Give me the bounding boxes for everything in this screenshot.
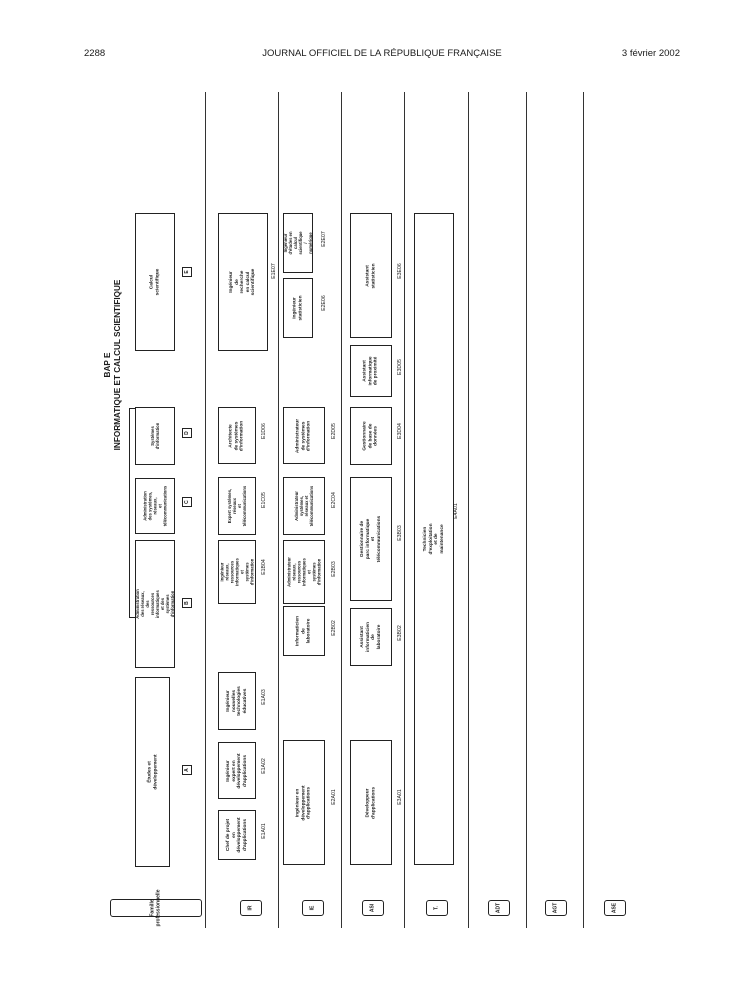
ie-job-3: Administrateur réseaux, ressources infor… bbox=[283, 540, 325, 604]
category-ir: IR bbox=[240, 900, 262, 916]
family-letter-d: D bbox=[182, 428, 192, 438]
ir-job-6: Architecte de systèmes d'information bbox=[218, 407, 256, 464]
asi-job-3: Gestionnaire de parc informatique et tél… bbox=[350, 477, 392, 601]
ie-code-4: E2C04 bbox=[330, 492, 337, 508]
category-ie: IE bbox=[302, 900, 324, 916]
asi-code-1: E3A01 bbox=[396, 789, 403, 805]
asi-job-1: Développeur d'applications bbox=[350, 740, 392, 865]
publication-date: 3 février 2002 bbox=[621, 48, 680, 59]
family-box-a: Études et développement bbox=[135, 677, 170, 867]
ie-code-2: E2B02 bbox=[330, 620, 337, 636]
bap-title-line1: BAP E bbox=[103, 352, 112, 378]
family-label: Systèmes d'information bbox=[150, 422, 160, 450]
category-adt: ADT bbox=[488, 900, 510, 916]
separator-line bbox=[341, 92, 342, 928]
family-letter-a: A bbox=[182, 765, 192, 775]
ie-job-5: Administrateur de systèmes d'information bbox=[283, 407, 325, 464]
tech-code: E4A01 bbox=[452, 503, 459, 519]
ir-job-5: Expert systèmes, réseaux et télécommunic… bbox=[218, 477, 256, 535]
ir-job-1: Chef de projet en développement d'applic… bbox=[218, 810, 256, 860]
ir-code-1: E1A01 bbox=[260, 823, 267, 839]
ie-job-2: Informaticien de laboratoire bbox=[283, 606, 325, 656]
family-label: Études et développement bbox=[146, 754, 158, 790]
separator-line bbox=[205, 92, 206, 928]
asi-code-3: E3B03 bbox=[396, 525, 403, 541]
ir-code-3: E1A03 bbox=[260, 689, 267, 705]
ir-job-2: Ingénieur expert en développement d'appl… bbox=[218, 742, 256, 799]
ir-code-2: E1A02 bbox=[260, 758, 267, 774]
family-box-e: Calcul scientifique bbox=[135, 213, 175, 351]
page-number: 2288 bbox=[84, 48, 106, 59]
ie-code-1: E2A01 bbox=[330, 789, 337, 805]
ir-code-6: E1D06 bbox=[260, 423, 267, 439]
family-box-b: Administration des réseaux, des ressourc… bbox=[135, 540, 175, 668]
asi-code-2: E3B02 bbox=[396, 625, 403, 641]
family-box-d: Systèmes d'information bbox=[135, 407, 175, 465]
separator-line bbox=[583, 92, 584, 928]
family-letter-b: B bbox=[182, 598, 192, 608]
ie-code-5: E2D05 bbox=[330, 423, 337, 439]
separator-line bbox=[468, 92, 469, 928]
ie-job-6: Ingénieur statisticien bbox=[283, 278, 313, 338]
category-ase: ASE bbox=[604, 900, 626, 916]
journal-title: JOURNAL OFFICIEL DE LA RÉPUBLIQUE FRANÇA… bbox=[262, 48, 502, 59]
page-header: 2288 JOURNAL OFFICIEL DE LA RÉPUBLIQUE F… bbox=[84, 48, 680, 62]
bap-title-line2: INFORMATIQUE ET CALCUL SCIENTIFIQUE bbox=[113, 279, 122, 451]
ie-job-1: Ingénieur en développement d'application… bbox=[283, 740, 325, 865]
family-letter-c: C bbox=[182, 497, 192, 507]
family-label: Administration des réseaux, des ressourc… bbox=[135, 589, 175, 619]
family-label: Calcul scientifique bbox=[149, 268, 160, 296]
asi-code-5: E3D05 bbox=[396, 359, 403, 375]
ir-code-5: E1C05 bbox=[260, 492, 267, 508]
asi-job-2: Assistant informaticien de laboratoire bbox=[350, 608, 392, 666]
ir-job-4: Ingénieur réseaux, ressources informatiq… bbox=[218, 540, 256, 604]
ie-job-4: Administrateur systèmes, réseaux et télé… bbox=[283, 477, 325, 535]
asi-job-5: Assistant informatique de proximité bbox=[350, 345, 392, 397]
ir-code-4: E1B04 bbox=[260, 559, 267, 575]
ie-code-3: E2B03 bbox=[330, 561, 337, 577]
ir-job-7: Ingénieur de recherche en calcul scienti… bbox=[218, 213, 268, 351]
separator-line bbox=[526, 92, 527, 928]
separator-line bbox=[278, 92, 279, 928]
bap-title: BAP E INFORMATIQUE ET CALCUL SCIENTIFIQU… bbox=[98, 265, 128, 465]
separator-line bbox=[404, 92, 405, 928]
family-label: Administration des systèmes, réseaux, et… bbox=[142, 485, 168, 527]
asi-job-6: Assistant statisticien bbox=[350, 213, 392, 338]
ie-code-7: E2E07 bbox=[320, 231, 327, 247]
category-agt: AGT bbox=[545, 900, 567, 916]
family-box-c: Administration des systèmes, réseaux, et… bbox=[135, 478, 175, 534]
ie-code-6: E2E06 bbox=[320, 295, 327, 311]
category-asi: ASI bbox=[362, 900, 384, 916]
asi-code-4: E3D04 bbox=[396, 423, 403, 439]
asi-code-6: E3E06 bbox=[396, 263, 403, 279]
tech-job-1: Technicien d'exploitation et de maintena… bbox=[414, 213, 454, 865]
asi-job-4: Gestionnaire de base de données bbox=[350, 407, 392, 465]
category-t: T. bbox=[426, 900, 448, 916]
family-letter-e: E bbox=[182, 267, 192, 277]
ir-code-7: E1E07 bbox=[270, 263, 277, 279]
category-famille: Famille professionnelle bbox=[110, 890, 202, 926]
ie-job-7: Ingénieur d'études en calcul scientifiqu… bbox=[283, 213, 313, 273]
connector-bracket bbox=[129, 408, 136, 618]
ir-job-3: Ingénieur nouvelles technologies éducati… bbox=[218, 672, 256, 730]
